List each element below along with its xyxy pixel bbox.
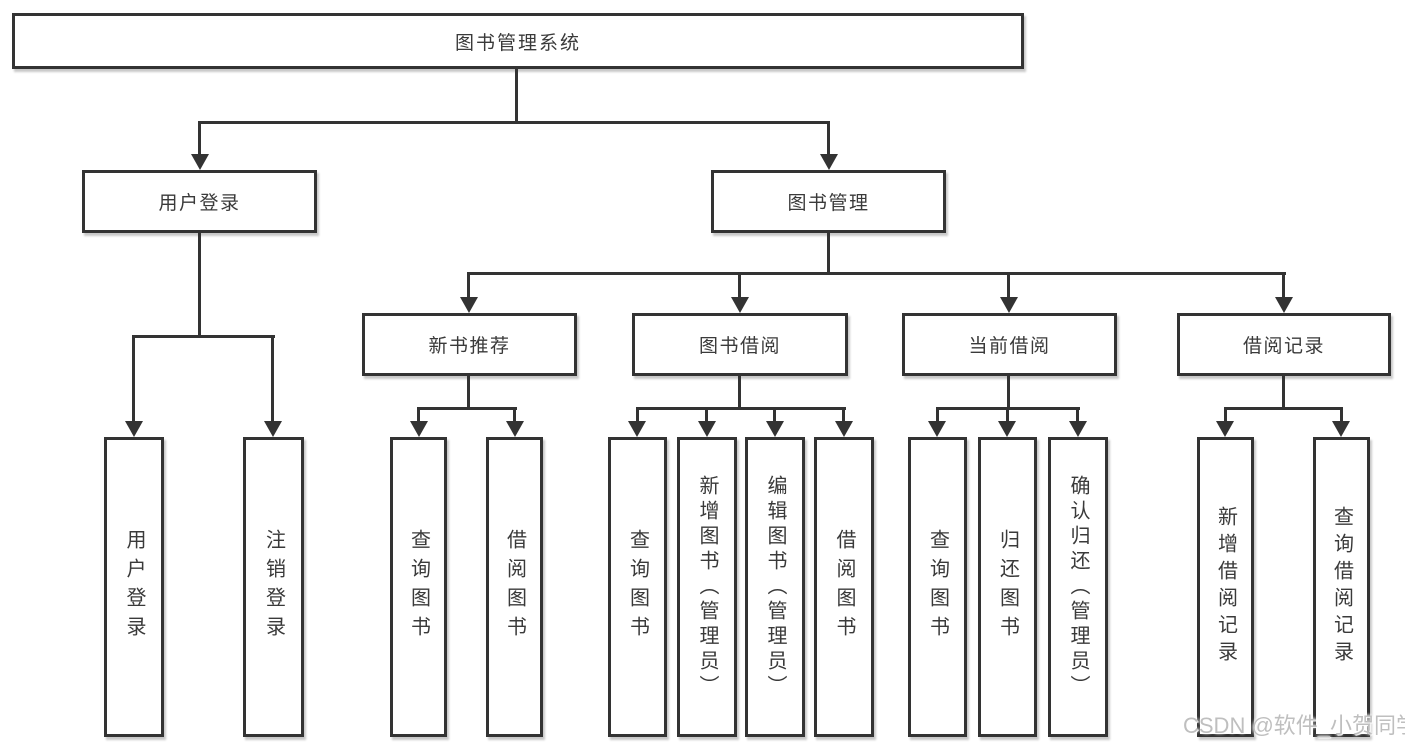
node-book-borrow-label: 图书借阅 [698,336,781,357]
leaf-newbook-borrow-books-label: 借阅图书 [503,529,526,645]
connector-userlogin-drop-1 [132,335,135,423]
connector-borrow-drop-4 [842,407,845,423]
arrowhead-icon [835,421,853,437]
arrowhead-icon [191,154,209,170]
leaf-borrow-edit-books-admin-label: 编辑图书（管理员） [764,474,786,700]
leaf-logout: 注销登录 [243,437,304,737]
arrowhead-icon [460,297,478,313]
leaf-current-query-books-label: 查询图书 [926,529,949,645]
arrowhead-icon [264,421,282,437]
leaf-records-add-record: 新增借阅记录 [1197,437,1254,737]
arrowhead-icon [410,421,428,437]
arrowhead-icon [766,421,784,437]
leaf-newbook-query-books: 查询图书 [390,437,447,737]
connector-newbook-drop-1 [417,407,420,423]
leaf-current-confirm-return-admin: 确认归还（管理员） [1048,437,1108,737]
connector-root-hline [198,121,830,124]
connector-bookmgmt-stem [827,233,830,275]
node-user-login-label: 用户登录 [158,193,241,214]
connector-records-stem [1282,376,1285,409]
connector-current-drop-3 [1076,407,1079,423]
arrowhead-icon [125,421,143,437]
arrowhead-icon [1216,421,1234,437]
node-user-login: 用户登录 [82,170,317,233]
node-current-borrow: 当前借阅 [902,313,1117,376]
leaf-borrow-borrow-books-label: 借阅图书 [833,529,855,645]
connector-bookmgmt-drop-1 [467,272,470,300]
leaf-borrow-add-books-admin-label: 新增图书（管理员） [696,474,718,700]
leaf-user-login: 用户登录 [104,437,164,737]
connector-current-stem [1007,376,1010,409]
leaf-records-query-record: 查询借阅记录 [1313,437,1370,737]
connector-root-drop-left [198,121,201,157]
connector-current-drop-1 [936,407,939,423]
connector-records-drop-2 [1340,407,1343,423]
leaf-logout-label: 注销登录 [262,529,285,645]
node-new-book-recommend: 新书推荐 [362,313,577,376]
connector-userlogin-hline [132,335,275,338]
connector-records-hline [1224,407,1343,410]
node-borrow-records: 借阅记录 [1177,313,1391,376]
leaf-current-confirm-return-admin-label: 确认归还（管理员） [1067,474,1089,700]
connector-borrow-drop-2 [705,407,708,423]
connector-bookmgmt-drop-2 [738,272,741,300]
connector-current-drop-2 [1006,407,1009,423]
connector-root-drop-right [827,121,830,157]
leaf-borrow-query-books: 查询图书 [608,437,667,737]
node-library-system: 图书管理系统 [12,13,1024,69]
node-library-system-label: 图书管理系统 [454,32,581,54]
connector-userlogin-drop-2 [271,335,274,423]
connector-borrow-hline [636,407,846,410]
arrowhead-icon [1069,421,1087,437]
leaf-borrow-edit-books-admin: 编辑图书（管理员） [745,437,805,737]
connector-bookmgmt-hline [467,272,1286,275]
connector-newbook-hline [417,407,517,410]
connector-borrow-drop-1 [636,407,639,423]
arrowhead-icon [820,154,838,170]
connector-bookmgmt-drop-4 [1282,272,1285,300]
leaf-newbook-query-books-label: 查询图书 [407,529,430,645]
arrowhead-icon [1275,297,1293,313]
arrowhead-icon [928,421,946,437]
connector-borrow-stem [738,376,741,409]
connector-borrow-drop-3 [773,407,776,423]
leaf-borrow-add-books-admin: 新增图书（管理员） [677,437,737,737]
leaf-user-login-label: 用户登录 [123,529,145,645]
arrowhead-icon [698,421,716,437]
connector-newbook-stem [467,376,470,409]
connector-records-drop-1 [1224,407,1227,423]
arrowhead-icon [1332,421,1350,437]
node-book-management: 图书管理 [711,170,946,233]
node-borrow-records-label: 借阅记录 [1242,336,1325,357]
connector-userlogin-stem [198,233,201,337]
arrowhead-icon [1000,297,1018,313]
leaf-current-return-books-label: 归还图书 [996,529,1019,645]
arrowhead-icon [628,421,646,437]
connector-bookmgmt-drop-3 [1007,272,1010,300]
arrowhead-icon [731,297,749,313]
leaf-current-query-books: 查询图书 [908,437,967,737]
connector-root-stem [515,69,518,123]
leaf-newbook-borrow-books: 借阅图书 [486,437,543,737]
arrowhead-icon [998,421,1016,437]
leaf-records-query-record-label: 查询借阅记录 [1330,506,1353,668]
node-book-borrow: 图书借阅 [632,313,848,376]
csdn-watermark: CSDN @软件_小贺同学 [1183,713,1405,738]
connector-newbook-drop-2 [513,407,516,423]
leaf-borrow-borrow-books: 借阅图书 [814,437,874,737]
node-new-book-recommend-label: 新书推荐 [428,336,511,357]
leaf-borrow-query-books-label: 查询图书 [626,529,649,645]
node-book-management-label: 图书管理 [787,193,870,214]
node-current-borrow-label: 当前借阅 [968,336,1051,357]
leaf-records-add-record-label: 新增借阅记录 [1214,506,1237,668]
arrowhead-icon [506,421,524,437]
leaf-current-return-books: 归还图书 [978,437,1037,737]
